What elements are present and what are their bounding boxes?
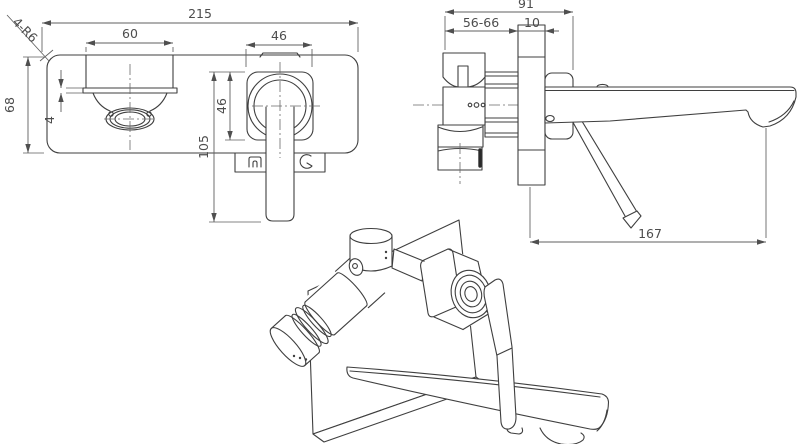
front-plate	[46, 54, 359, 154]
dim-spout-reach: 167	[638, 226, 662, 241]
dim-handle-drop: 105	[196, 135, 211, 159]
front-view: 215 60 46 4-R6 68 4 46	[2, 6, 359, 223]
front-escutcheon	[246, 52, 321, 222]
persp-aerator-beak	[539, 427, 585, 444]
dim-spout-lip: 4	[42, 116, 57, 124]
dim-spout-width: 60	[122, 26, 138, 41]
persp-cartridge-top	[349, 227, 393, 245]
persp-handle-lever	[483, 278, 517, 430]
persp-handle-hub	[450, 269, 492, 319]
side-handle-lever	[569, 112, 642, 229]
front-handle	[265, 106, 295, 222]
dim-escutcheon-height: 46	[214, 98, 229, 114]
dim-corner-radius: 4-R6	[10, 14, 41, 45]
persp-mount-block	[391, 248, 427, 282]
escutcheon-top-tab	[259, 52, 301, 58]
side-spout	[544, 83, 797, 128]
dim-escutcheon-width: 46	[271, 28, 287, 43]
side-wall-plate	[517, 24, 546, 186]
perspective-view	[269, 219, 610, 444]
persp-spout	[346, 366, 610, 444]
front-spout	[82, 54, 178, 150]
dim-overall-width: 215	[188, 6, 212, 21]
dim-in-wall-depth: 56-66	[463, 15, 499, 30]
persp-valve-assembly	[269, 227, 393, 367]
side-valve-body	[437, 52, 486, 184]
persp-escutcheon	[420, 248, 492, 331]
dim-plate-thickness: 10	[524, 15, 540, 30]
dim-plate-height: 68	[2, 97, 17, 113]
side-view: 91 56-66 10 167	[413, 0, 797, 245]
side-pipes	[484, 71, 519, 138]
side-dimensions: 91 56-66 10 167	[444, 0, 767, 245]
dim-total-depth: 91	[518, 0, 534, 11]
persp-lug-hole	[352, 263, 358, 269]
corner-radius-leader	[6, 14, 54, 62]
